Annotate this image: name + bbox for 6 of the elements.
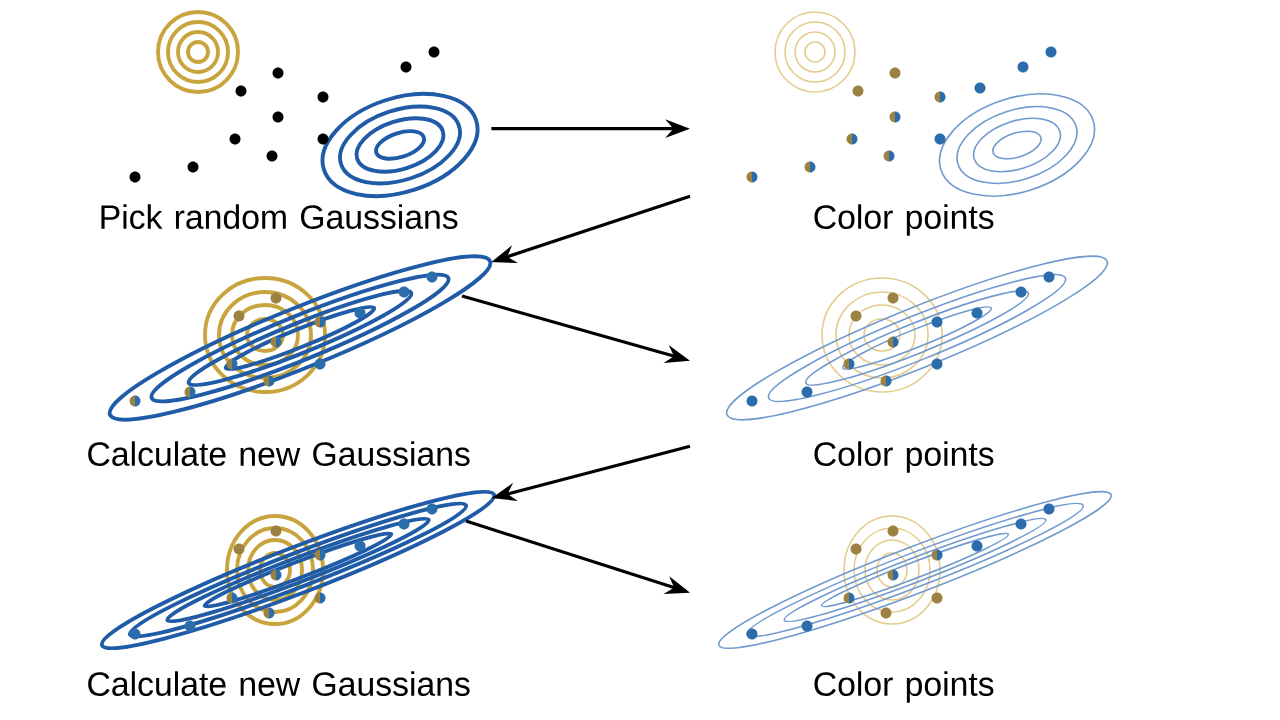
step-caption: Color points — [814, 204, 994, 236]
step-caption: Calculate new Gaussians — [88, 671, 470, 697]
step-caption: Calculate new Gaussians — [88, 441, 470, 467]
step-caption: Pick random Gaussians — [101, 204, 458, 229]
step-caption: Color points — [814, 671, 994, 703]
step-caption: Color points — [814, 441, 994, 473]
